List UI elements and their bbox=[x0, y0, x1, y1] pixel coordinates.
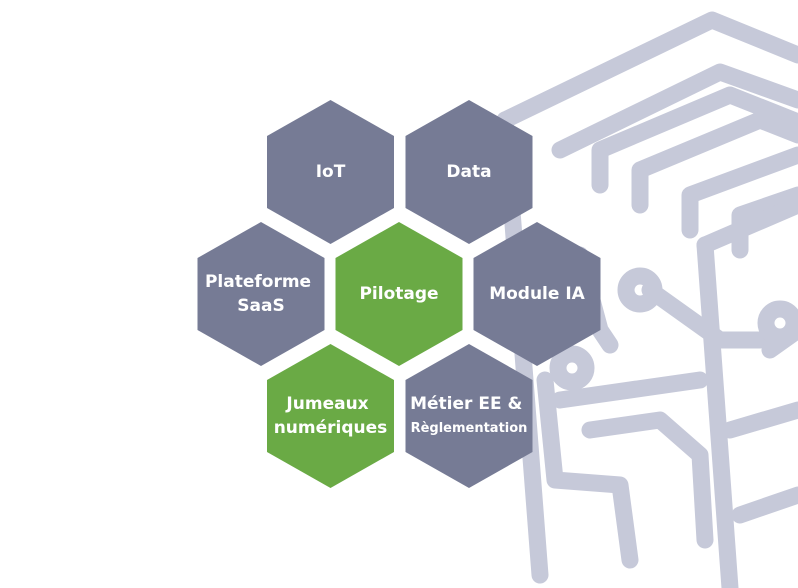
svg-text:Plateforme SaaS: Plateforme SaaS bbox=[205, 272, 317, 316]
svg-text:Data: Data bbox=[446, 162, 491, 182]
hexagon-module-ia-label: Module IA bbox=[489, 284, 585, 304]
hexagon-plateforme-shape bbox=[197, 222, 325, 366]
hexagon-data-shape bbox=[405, 100, 533, 244]
hexagon-jumeaux-label-line-2: numériques bbox=[274, 418, 388, 438]
hexagon-group: IoT Data Plateforme SaaS Pilotage bbox=[197, 100, 601, 488]
hexagon-pilotage-label: Pilotage bbox=[359, 284, 438, 304]
hexagon-metier: Métier EE & Règlementation bbox=[405, 344, 533, 488]
svg-text:Jumeaux numériques: Jumeaux numériques bbox=[274, 394, 388, 438]
hexagon-iot: IoT bbox=[267, 100, 394, 244]
svg-text:Métier EE & Règlementa: Métier EE & Règlementation bbox=[410, 394, 528, 436]
hexagon-iot-shape bbox=[267, 100, 394, 244]
hexagon-data: Data bbox=[405, 100, 533, 244]
hexagon-pilotage: Pilotage bbox=[335, 222, 463, 366]
hexagon-pilotage-shape bbox=[335, 222, 463, 366]
hexagon-plateforme: Plateforme SaaS bbox=[197, 222, 325, 366]
hexagon-module-ia: Module IA bbox=[473, 222, 601, 366]
svg-text:Module IA: Module IA bbox=[489, 284, 585, 304]
hexagon-jumeaux-label-line-1: Jumeaux bbox=[285, 394, 368, 414]
hexagon-metier-shape bbox=[405, 344, 533, 488]
hexagon-jumeaux-shape bbox=[267, 344, 394, 488]
hexagon-plateforme-label-line-2: SaaS bbox=[237, 296, 284, 316]
svg-text:IoT: IoT bbox=[316, 162, 346, 182]
hexagon-metier-label-line-2: Règlementation bbox=[411, 421, 528, 436]
hexagon-jumeaux: Jumeaux numériques bbox=[267, 344, 394, 488]
hexagon-plateforme-label-line-1: Plateforme bbox=[205, 272, 311, 292]
hexagon-module-ia-shape bbox=[473, 222, 601, 366]
hexagon-metier-label-line-1: Métier EE & bbox=[410, 394, 522, 414]
hexagon-data-label: Data bbox=[446, 162, 491, 182]
hexagon-iot-label: IoT bbox=[316, 162, 346, 182]
svg-text:Pilotage: Pilotage bbox=[359, 284, 438, 304]
